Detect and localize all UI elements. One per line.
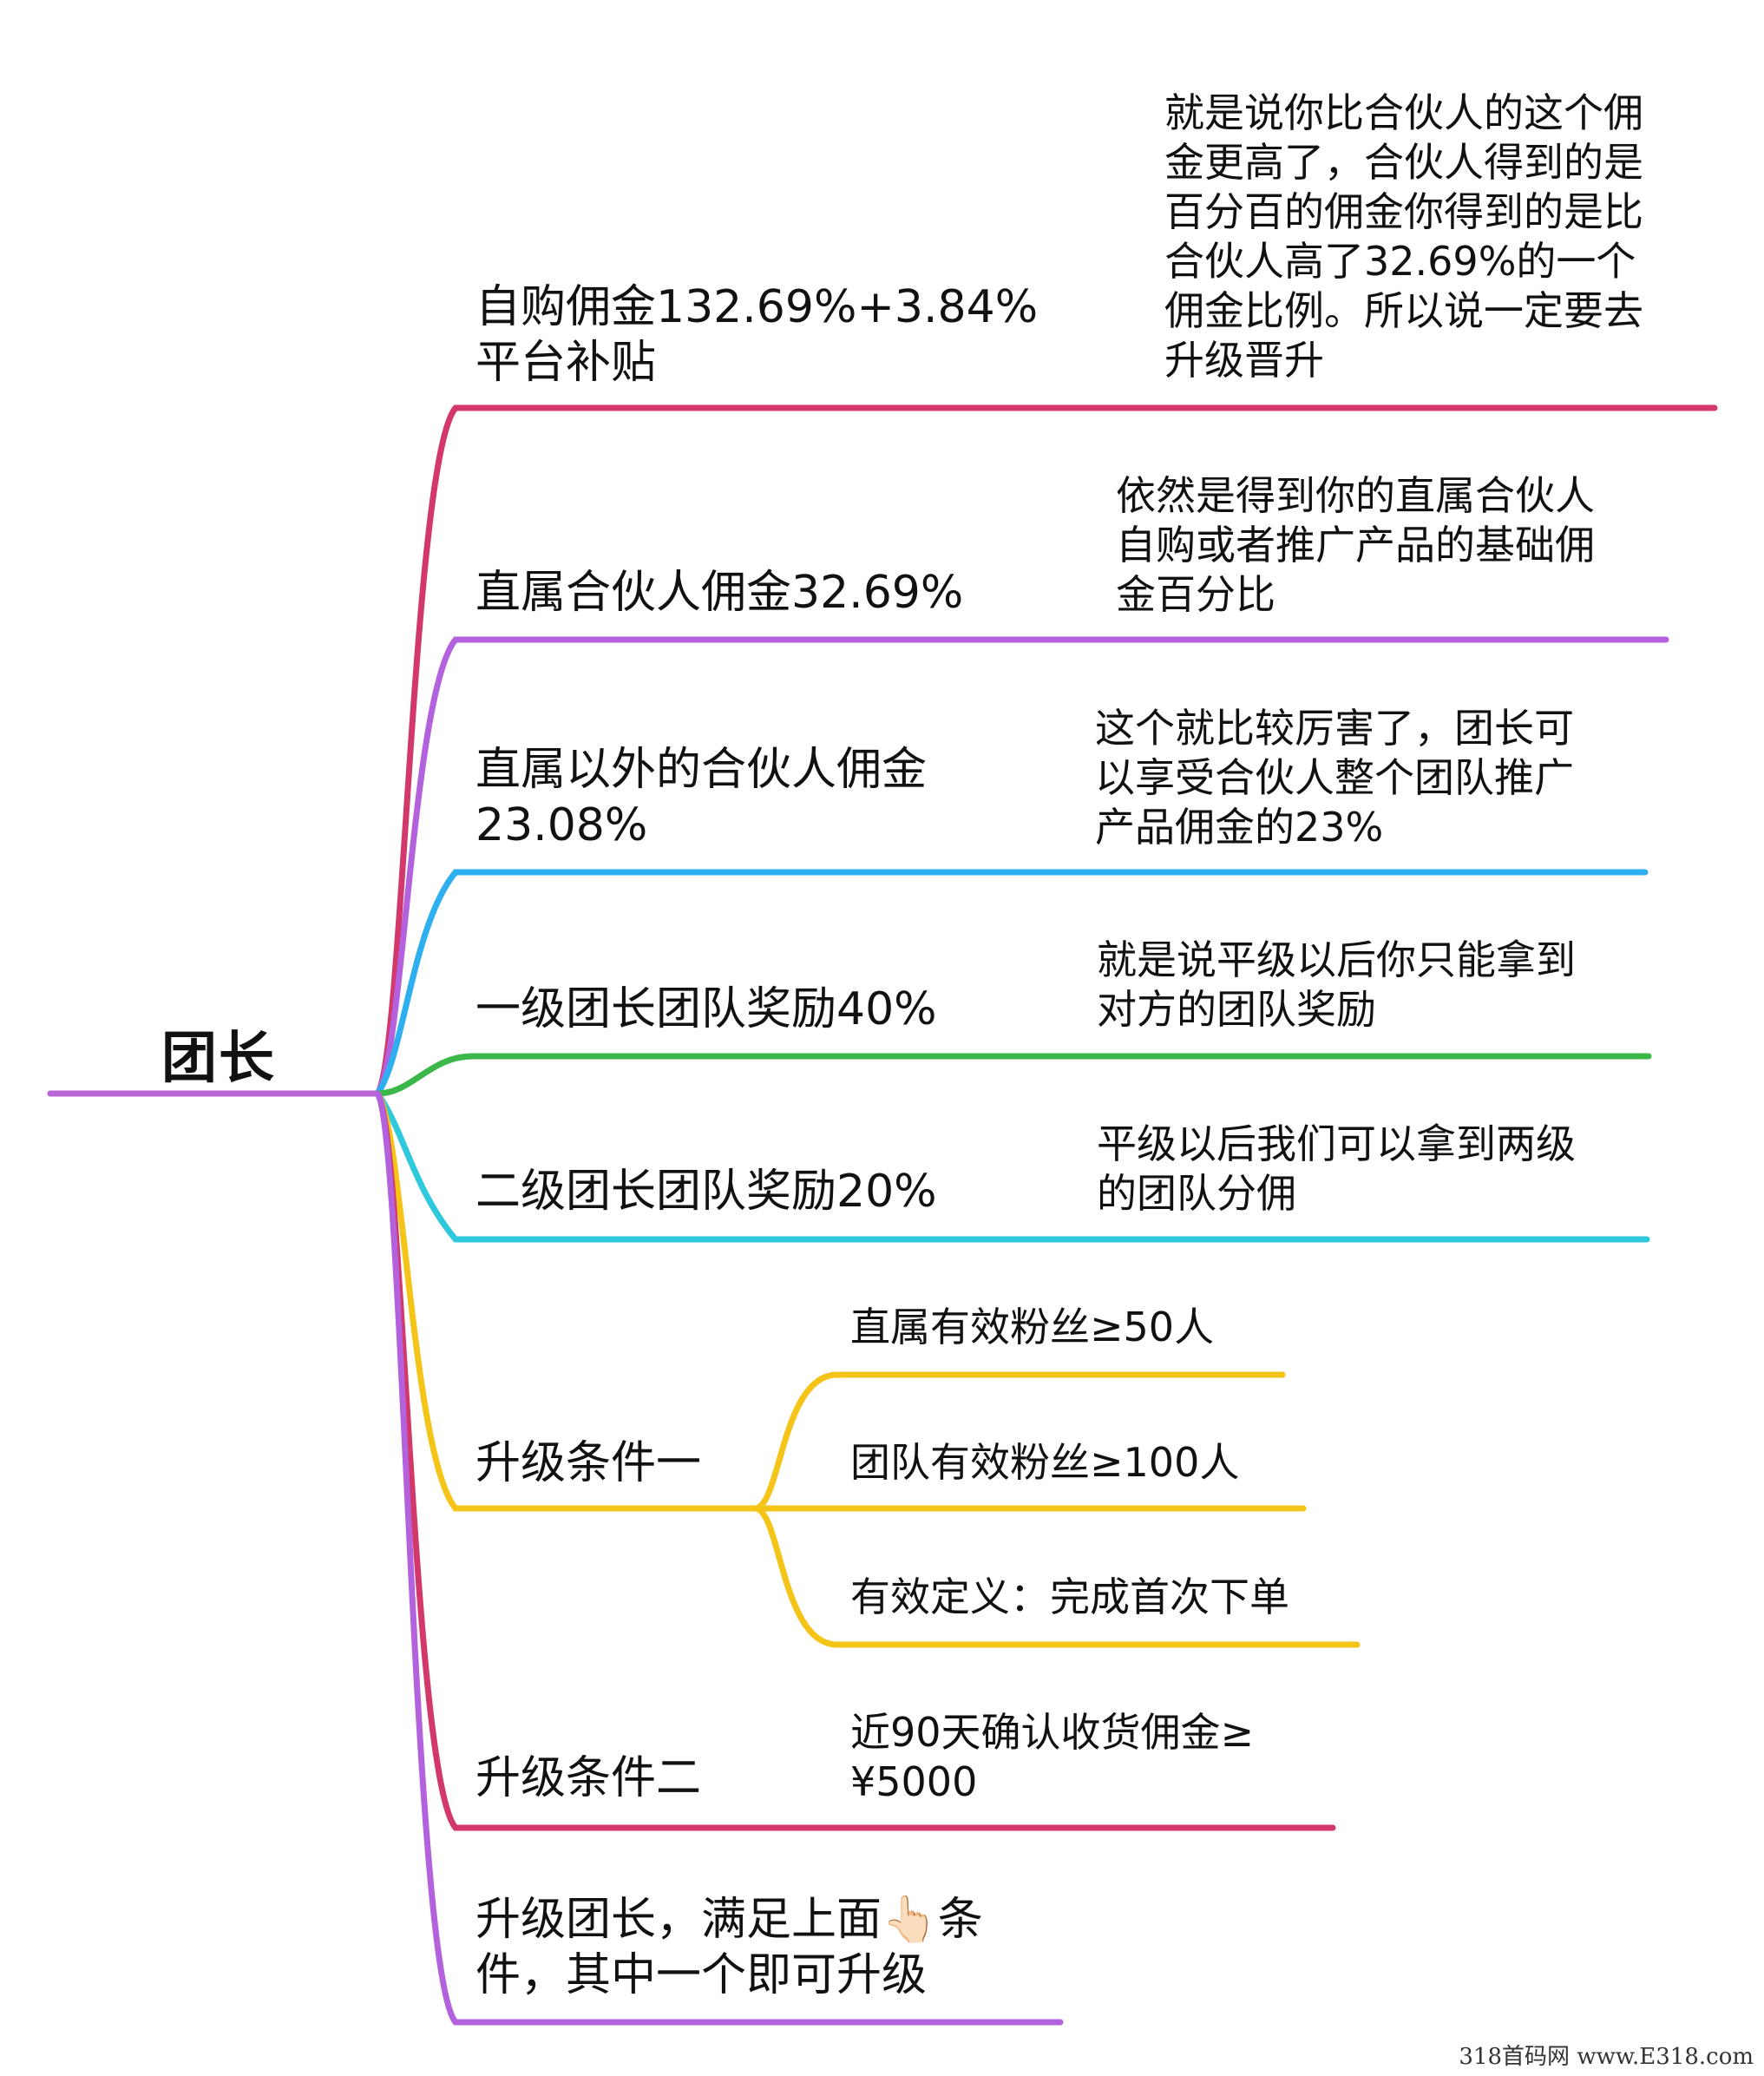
branch-2-label: 直属合伙人佣金32.69% (475, 567, 964, 619)
branch-3-label: 直属以外的合伙人佣金 23.08% (475, 744, 928, 851)
condition-1-item-2: 团队有效粉丝≥100人 (850, 1439, 1240, 1486)
site-watermark: 318首码网 www.E318.com (1459, 2044, 1754, 2070)
branch-8-label: 升级团长，满足上面👆🏻条 件，其中一个即可升级 (475, 1894, 983, 2001)
condition-1-item-1: 直属有效粉丝≥50人 (850, 1304, 1215, 1350)
branch-5-note: 平级以后我们可以拿到两级 的团队分佣 (1097, 1120, 1576, 1217)
branch-4-note: 就是说平级以后你只能拿到 对方的团队奖励 (1097, 936, 1576, 1033)
branch-3-line (374, 869, 1649, 1097)
condition-1-subline-1 (751, 1371, 1286, 1512)
branch-5-label: 二级团长团队奖励20% (475, 1166, 937, 1218)
branch-2-line (374, 636, 1669, 1097)
branch-1-label: 自购佣金132.69%+3.84% 平台补贴 (475, 281, 1039, 389)
root-node-label: 团长 (161, 1027, 276, 1091)
branch-7-note: 近90天确认收货佣金≥ ¥5000 (850, 1709, 1255, 1805)
branch-7-label: 升级条件二 (475, 1752, 702, 1804)
branch-1-note: 就是说你比合伙人的这个佣 金更高了，合伙人得到的是 百分百的佣金你得到的是比 合… (1164, 89, 1643, 384)
condition-1-subline-3 (751, 1505, 1361, 1648)
branch-5-line (374, 1090, 1650, 1243)
branch-4-line (374, 1053, 1652, 1097)
branch-8-line (374, 1090, 1064, 2026)
branch-3-note: 这个就比较厉害了，团长可 以享受合伙人整个团队推广 产品佣金的23% (1095, 705, 1574, 851)
branch-2-note: 依然是得到你的直属合伙人 自购或者推广产品的基础佣 金百分比 (1116, 472, 1595, 618)
branch-4-label: 一级团长团队奖励40% (475, 983, 937, 1035)
condition-1-item-3: 有效定义：完成首次下单 (850, 1573, 1289, 1620)
branch-6-label: 升级条件一 (475, 1437, 702, 1489)
